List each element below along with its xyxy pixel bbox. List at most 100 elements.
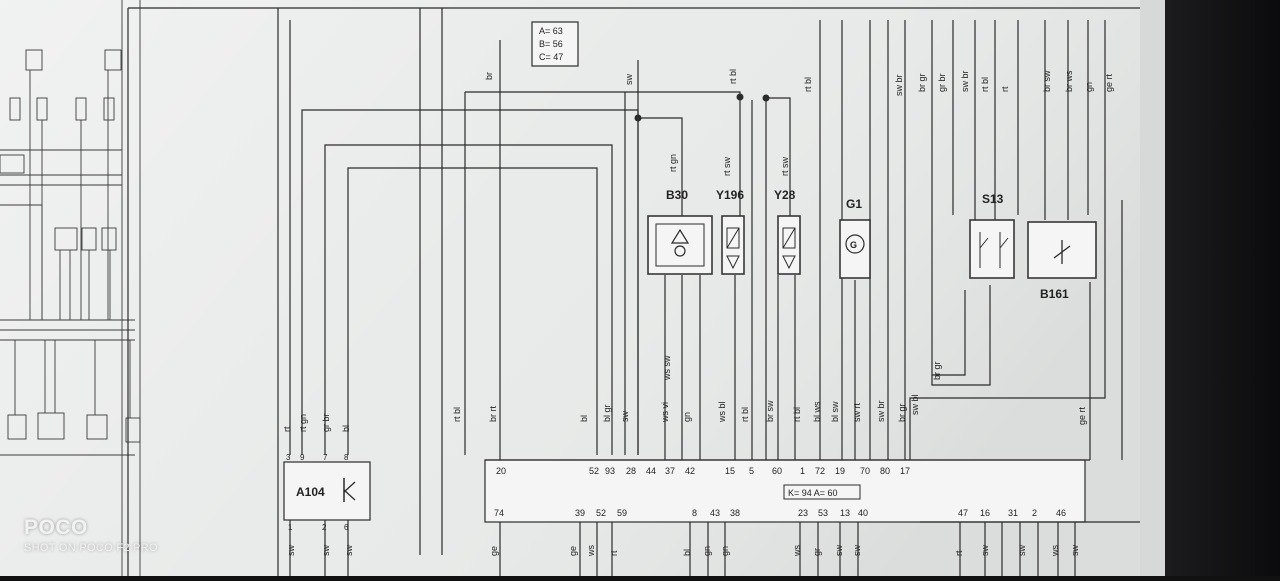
ecu-pin-top: 1 [800, 466, 805, 476]
ecu-pin-bottom: 52 [596, 508, 606, 518]
wire-label-bottom: sw [852, 545, 862, 557]
ecu-pin-bottom: 8 [692, 508, 697, 518]
wire-label-top: br [484, 72, 494, 80]
legend-a: A= 63 [539, 26, 563, 36]
wire-label-bottom: ge [489, 546, 499, 556]
legend-box: A= 63 B= 56 C= 47 [531, 21, 579, 67]
ecu-pin-top: 52 [589, 466, 599, 476]
wire-label-bottom: gn [702, 546, 712, 556]
wire-label-top: sw br [894, 74, 904, 96]
ecu-pin-bottom: 47 [958, 508, 968, 518]
wire-label-top: br ws [1064, 70, 1074, 92]
a104-pin-bottom: 1 [288, 523, 293, 532]
y28-label: Y28 [774, 188, 796, 202]
g1-label: G1 [846, 197, 862, 211]
wire-label-bottom: rt [954, 550, 964, 556]
wire-label-bottom: bl [682, 549, 692, 556]
wire-label-bottom: gr [812, 548, 822, 556]
a104-box [283, 461, 371, 521]
ecu-pin-bottom: 74 [494, 508, 504, 518]
left-thumbnail-diagram [0, 0, 141, 576]
wire-label-top: br gr [917, 73, 927, 92]
wire-label-top: gr br [937, 73, 947, 92]
ecu-pin-bottom: 16 [980, 508, 990, 518]
wire-label-top: sw br [960, 70, 970, 92]
s13-label: S13 [982, 192, 1004, 206]
y196-label: Y196 [716, 188, 744, 202]
ecu-pin-top: 28 [626, 466, 636, 476]
wire-label-bottom: gn [720, 546, 730, 556]
wire-label-mid: bl gr [602, 404, 612, 422]
ecu-pin-top: 42 [685, 466, 695, 476]
wire-label-top: rt bl [803, 77, 813, 92]
wire-label-top: rt sw [722, 157, 732, 176]
ecu-pin-top: 72 [815, 466, 825, 476]
wire-label-mid: bl [579, 415, 589, 422]
wire-label-mid: bl sw [830, 401, 840, 422]
a104-pin-top: 9 [300, 453, 305, 462]
wire-label-mid: gr br [321, 413, 331, 432]
wire-label-mid: sw br [876, 400, 886, 422]
wire-label-top: rt gn [668, 154, 678, 172]
wire-label-bottom: sw [1070, 545, 1080, 557]
a104-pin-bottom: 6 [344, 523, 349, 532]
wire-label-bottom: sw [344, 545, 354, 557]
ecu-info-text: K= 94 A= 60 [788, 488, 838, 498]
a104-pin-top: 8 [344, 453, 349, 462]
ecu-pin-top: 15 [725, 466, 735, 476]
ecu-pin-bottom: 43 [710, 508, 720, 518]
ecu-pin-bottom: 23 [798, 508, 808, 518]
ecu-pin-bottom: 39 [575, 508, 585, 518]
wire-label-bottom: sw [980, 545, 990, 557]
wire-label-mid: bl ws [812, 401, 822, 422]
wire-label-mid: ws vi [660, 402, 670, 423]
ecu-pin-bottom: 13 [840, 508, 850, 518]
wire-label-mid: br gr [897, 403, 907, 422]
ecu-pin-top: 70 [860, 466, 870, 476]
ecu-pin-bottom: 46 [1056, 508, 1066, 518]
ecu-pin-bottom: 2 [1032, 508, 1037, 518]
wire-label-mid: br rt [488, 406, 498, 423]
a104-module: A104 [296, 478, 356, 502]
wire-label-mid: bl [341, 425, 351, 432]
ecu-pin-bottom: 40 [858, 508, 868, 518]
ecu-info-box: K= 94 A= 60 [783, 484, 861, 500]
camera-watermark-brand: POCO [24, 516, 88, 539]
wire-label-mid: ws bl [717, 401, 727, 423]
wire-label-mid: rt gn [298, 414, 308, 432]
wire-label-mid: rt bl [452, 407, 462, 422]
wire-label-mid: sw [620, 411, 630, 423]
a104-pin-bottom: 2 [322, 523, 327, 532]
ecu-pin-bottom: 59 [617, 508, 627, 518]
a104-pin-top: 7 [323, 453, 328, 462]
wire-label-bottom: ge [568, 546, 578, 556]
wire-label-bottom: sw [321, 545, 331, 557]
wire-labels: br sw rt bl rt gn rt sw rt sw rt bl sw br br gr g… [282, 69, 1114, 557]
wire-label-top: sw [624, 74, 634, 86]
b161-label: B161 [1040, 287, 1069, 301]
ecu-pin-top: 17 [900, 466, 910, 476]
ecu-pin-bottom: 38 [730, 508, 740, 518]
ecu-pin-top: 44 [646, 466, 656, 476]
ecu-pin-top: 60 [772, 466, 782, 476]
legend-b: B= 56 [539, 39, 563, 49]
ecu-pin-top: 5 [749, 466, 754, 476]
ecu-pin-top: 20 [496, 466, 506, 476]
ecu-pin-top: 80 [880, 466, 890, 476]
ecu-pin-bottom: 53 [818, 508, 828, 518]
wire-label-top: rt [1000, 86, 1010, 92]
wire-label-mid: sw bl [910, 394, 920, 415]
s13-switch: S13 [969, 192, 1015, 279]
wire-label-mid: br gr [932, 361, 942, 380]
ecu-pin-bottom: 31 [1008, 508, 1018, 518]
camera-watermark-subtitle: SHOT ON POCO F2 PRO [24, 542, 158, 554]
ecu-pin-top: 37 [665, 466, 675, 476]
wire-label-bottom: ws [586, 545, 596, 557]
wire-label-mid: sw rt [852, 403, 862, 422]
wire-label-top: gn [1084, 82, 1094, 92]
b30-sensor: B30 [647, 188, 713, 275]
a104-label: A104 [296, 485, 325, 499]
wire-label-top: rt bl [728, 69, 738, 84]
b30-label: B30 [666, 188, 688, 202]
wire-label-mid: ws sw [662, 355, 672, 381]
